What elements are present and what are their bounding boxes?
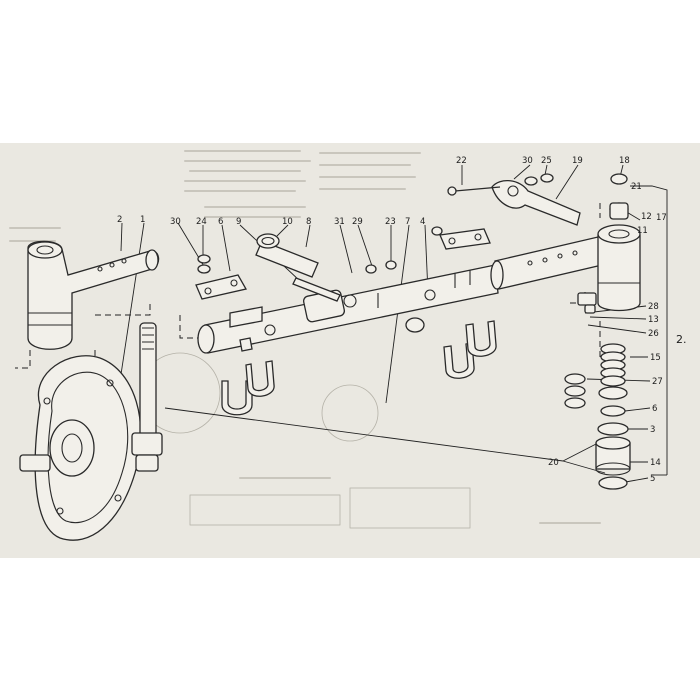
left-knuckle-arm bbox=[27, 240, 160, 350]
callout-19: 19 bbox=[572, 156, 583, 166]
callout-23: 23 bbox=[385, 217, 396, 227]
callout-7: 7 bbox=[405, 217, 410, 227]
callout-12: 12 bbox=[641, 212, 652, 222]
callout-13: 13 bbox=[648, 315, 659, 325]
kingpin-bearing-stack bbox=[564, 343, 631, 490]
callout-29: 29 bbox=[352, 217, 363, 227]
callout-30b: 30 bbox=[522, 156, 533, 166]
callout-3: 3 bbox=[650, 425, 655, 435]
callout-26: 26 bbox=[648, 329, 659, 339]
exploded-axle-diagram: 1 2 30 24 6 9 10 8 31 29 23 7 4 22 30 25… bbox=[9, 150, 687, 541]
callout-4: 4 bbox=[420, 217, 425, 227]
catalog-page: 1 2 30 24 6 9 10 8 31 29 23 7 4 22 30 25… bbox=[0, 143, 700, 558]
callout-20: 20 bbox=[548, 458, 559, 468]
callout-14: 14 bbox=[650, 458, 661, 468]
callout-27: 27 bbox=[652, 377, 663, 387]
leader-lines bbox=[105, 164, 668, 484]
right-knuckle bbox=[577, 224, 641, 314]
brake-backing-plate bbox=[19, 322, 163, 541]
callout-22: 22 bbox=[456, 156, 467, 166]
callout-6b: 6 bbox=[652, 404, 657, 414]
u-bolts bbox=[221, 320, 497, 416]
callout-17: 17 bbox=[656, 213, 667, 223]
callout-labels: 1 2 30 24 6 9 10 8 31 29 23 7 4 22 30 25… bbox=[117, 156, 687, 484]
callout-9: 9 bbox=[236, 217, 241, 227]
callout-11: 11 bbox=[637, 226, 648, 236]
callout-2-assembly: 2. bbox=[676, 333, 687, 346]
callout-31: 31 bbox=[334, 217, 345, 227]
callout-24: 24 bbox=[196, 217, 207, 227]
callout-8: 8 bbox=[306, 217, 311, 227]
callout-5: 5 bbox=[650, 474, 655, 484]
axle-beam bbox=[197, 264, 499, 354]
callout-6: 6 bbox=[218, 217, 223, 227]
bleed-through-text bbox=[9, 150, 601, 529]
callout-21: 21 bbox=[631, 182, 642, 192]
callout-30: 30 bbox=[170, 217, 181, 227]
callout-18: 18 bbox=[619, 156, 630, 166]
small-fasteners bbox=[197, 173, 629, 333]
tie-rod bbox=[255, 233, 341, 302]
clamp-brackets bbox=[195, 228, 491, 300]
callout-15: 15 bbox=[650, 353, 661, 363]
callout-25: 25 bbox=[541, 156, 552, 166]
callout-2: 2 bbox=[117, 215, 122, 225]
callout-1: 1 bbox=[140, 215, 145, 225]
drag-link-arm bbox=[447, 180, 581, 226]
callout-10: 10 bbox=[282, 217, 293, 227]
right-axle-extension bbox=[490, 236, 603, 290]
callout-28: 28 bbox=[648, 302, 659, 312]
